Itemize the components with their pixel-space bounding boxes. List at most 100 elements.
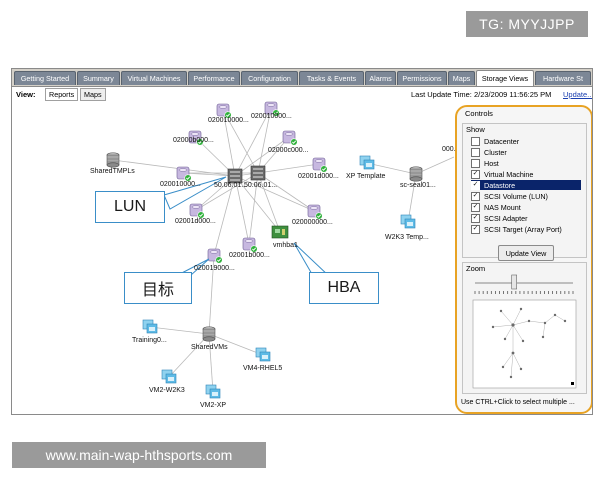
tab-tasks-events[interactable]: Tasks & Events bbox=[299, 71, 364, 85]
show-datacenter[interactable]: Datacenter bbox=[471, 136, 581, 146]
tab-hardware-status[interactable]: Hardware St bbox=[535, 71, 591, 85]
update-link[interactable]: Update... bbox=[563, 90, 593, 99]
minimap-links bbox=[492, 308, 566, 378]
tab-virtual-machines[interactable]: Virtual Machines bbox=[121, 71, 187, 85]
datastore-label-shared-vms: SharedVMs bbox=[191, 344, 228, 351]
lun-node-10[interactable] bbox=[207, 248, 223, 264]
multi-select-hint: Use CTRL+Click to select multiple ... bbox=[461, 399, 575, 406]
datastore-shared-vms[interactable] bbox=[202, 326, 216, 342]
checkbox-checked[interactable]: ✓ bbox=[471, 213, 480, 223]
tab-getting-started[interactable]: Getting Started bbox=[14, 71, 76, 85]
show-item-label: Datacenter bbox=[484, 136, 520, 146]
lun-label-10: 020019000... bbox=[194, 265, 235, 272]
show-scsi-adapter[interactable]: ✓ SCSI Adapter bbox=[471, 213, 581, 223]
checkbox-checked[interactable]: ✓ bbox=[471, 191, 480, 201]
callout-hba: HBA bbox=[309, 272, 379, 304]
lun-label-4: 02000c000... bbox=[268, 147, 309, 154]
tab-storage-views[interactable]: Storage Views bbox=[476, 70, 534, 86]
show-item-label: SCSI Target (Array Port) bbox=[484, 224, 562, 234]
zoom-group: Zoom bbox=[462, 262, 587, 394]
target-label-2: 50.06.01... bbox=[244, 182, 278, 189]
lun-node-7[interactable] bbox=[189, 203, 205, 219]
show-item-label: Cluster bbox=[484, 147, 507, 157]
vm-label-training: Training0... bbox=[132, 337, 167, 344]
vm-training[interactable] bbox=[142, 319, 158, 334]
vm-label-xp-template: XP Template bbox=[346, 173, 386, 180]
lun-label-6: 020010000... bbox=[160, 181, 201, 188]
checkbox-checked[interactable]: ✓ bbox=[471, 224, 480, 234]
vm-label-w2k3: VM2-W2K3 bbox=[149, 387, 185, 394]
show-item-label: NAS Mount bbox=[484, 202, 521, 212]
show-title: Show bbox=[466, 125, 485, 134]
checkbox-checked[interactable]: ✓ bbox=[471, 169, 480, 179]
reports-button[interactable]: Reports bbox=[45, 88, 79, 101]
vsphere-window: Getting Started Summary Virtual Machines… bbox=[11, 68, 593, 415]
datastore-sc-seal[interactable] bbox=[409, 166, 423, 182]
show-cluster[interactable]: Cluster bbox=[471, 147, 581, 157]
target-label-1: 50.06.01... bbox=[214, 182, 248, 189]
show-item-label: Virtual Machine bbox=[484, 169, 534, 179]
show-group: Show Datacenter Cluster Host ✓ Virtual Ma… bbox=[462, 123, 587, 261]
last-update-time: Last Update Time: 2/23/2009 11:56:25 PM bbox=[411, 90, 552, 99]
scsi-target-2[interactable] bbox=[250, 165, 266, 181]
datastore-label-sc-seal: sc-seal01... bbox=[400, 182, 436, 189]
minimap-nodes bbox=[491, 307, 567, 379]
show-scsi-volume[interactable]: ✓ SCSI Volume (LUN) bbox=[471, 191, 581, 201]
show-item-label: SCSI Volume (LUN) bbox=[484, 191, 548, 201]
show-item-label: SCSI Adapter bbox=[484, 213, 528, 223]
show-item-label: Host bbox=[484, 158, 499, 168]
lun-node-9[interactable] bbox=[242, 237, 258, 253]
minimap-viewport-handle[interactable] bbox=[571, 382, 574, 385]
checkbox[interactable] bbox=[471, 147, 480, 157]
tab-maps[interactable]: Maps bbox=[448, 71, 475, 85]
lun-node-4[interactable] bbox=[282, 130, 298, 146]
scsi-adapter-hba[interactable] bbox=[271, 225, 289, 239]
checkbox-checked[interactable]: ✓ bbox=[471, 202, 480, 212]
datastore-label-shared-tmpls: SharedTMPLs bbox=[90, 168, 135, 175]
update-view-button[interactable]: Update View bbox=[498, 245, 554, 261]
show-item-label: Datastore bbox=[484, 180, 516, 190]
vm-label-xp: VM2-XP bbox=[200, 402, 227, 409]
checkbox[interactable] bbox=[471, 158, 480, 168]
vm-xp-template[interactable] bbox=[359, 155, 375, 170]
zoom-slider-thumb[interactable] bbox=[511, 274, 518, 290]
show-nas-mount[interactable]: ✓ NAS Mount bbox=[471, 202, 581, 212]
maps-button[interactable]: Maps bbox=[80, 88, 106, 101]
scsi-target-1[interactable] bbox=[227, 168, 243, 184]
vm-w2k3-template[interactable] bbox=[400, 214, 416, 229]
watermark-badge: www.main-wap-hthsports.com bbox=[12, 442, 266, 468]
controls-panel: Controls Show Datacenter Cluster Host ✓V… bbox=[455, 105, 592, 414]
lun-node-6[interactable] bbox=[176, 166, 192, 182]
node-label-partial: 000. bbox=[442, 146, 456, 153]
overview-minimap[interactable] bbox=[472, 299, 577, 389]
lun-node-8[interactable] bbox=[307, 204, 323, 220]
lun-label-2: 020010000... bbox=[251, 113, 292, 120]
hba-label: vmhba1 bbox=[273, 242, 298, 249]
zoom-title: Zoom bbox=[466, 264, 486, 273]
tab-summary[interactable]: Summary bbox=[77, 71, 120, 85]
lun-label-3: 02000b000... bbox=[173, 137, 214, 144]
checkbox-checked[interactable]: ✓ bbox=[471, 180, 480, 190]
checkbox[interactable] bbox=[471, 136, 480, 146]
vm-label-w2k3-template: W2K3 Temp... bbox=[385, 234, 429, 241]
show-datastore[interactable]: ✓ Datastore bbox=[471, 180, 581, 190]
tab-permissions[interactable]: Permissions bbox=[397, 71, 447, 85]
vm-rhel5[interactable] bbox=[255, 347, 271, 362]
lun-label-7: 02001d000... bbox=[175, 218, 216, 225]
view-bar: View: Reports Maps Last Update Time: 2/2… bbox=[12, 87, 592, 102]
tab-bar: Getting Started Summary Virtual Machines… bbox=[12, 69, 592, 87]
lun-node-5[interactable] bbox=[312, 157, 328, 173]
show-virtual-machine[interactable]: ✓ Virtual Machine bbox=[471, 169, 581, 179]
callout-target: 目标 bbox=[124, 272, 192, 304]
tab-performance[interactable]: Performance bbox=[188, 71, 240, 85]
show-scsi-target[interactable]: ✓ SCSI Target (Array Port) bbox=[471, 224, 581, 234]
tab-configuration[interactable]: Configuration bbox=[241, 71, 298, 85]
vm-xp[interactable] bbox=[205, 384, 221, 399]
tab-alarms[interactable]: Alarms bbox=[365, 71, 396, 85]
view-label: View: bbox=[16, 90, 36, 99]
datastore-shared-tmpls[interactable] bbox=[106, 152, 120, 168]
callout-lun: LUN bbox=[95, 191, 165, 223]
show-host[interactable]: Host bbox=[471, 158, 581, 168]
lun-label-1: 020010000... bbox=[208, 117, 249, 124]
lun-label-9: 02001b000... bbox=[229, 252, 270, 259]
